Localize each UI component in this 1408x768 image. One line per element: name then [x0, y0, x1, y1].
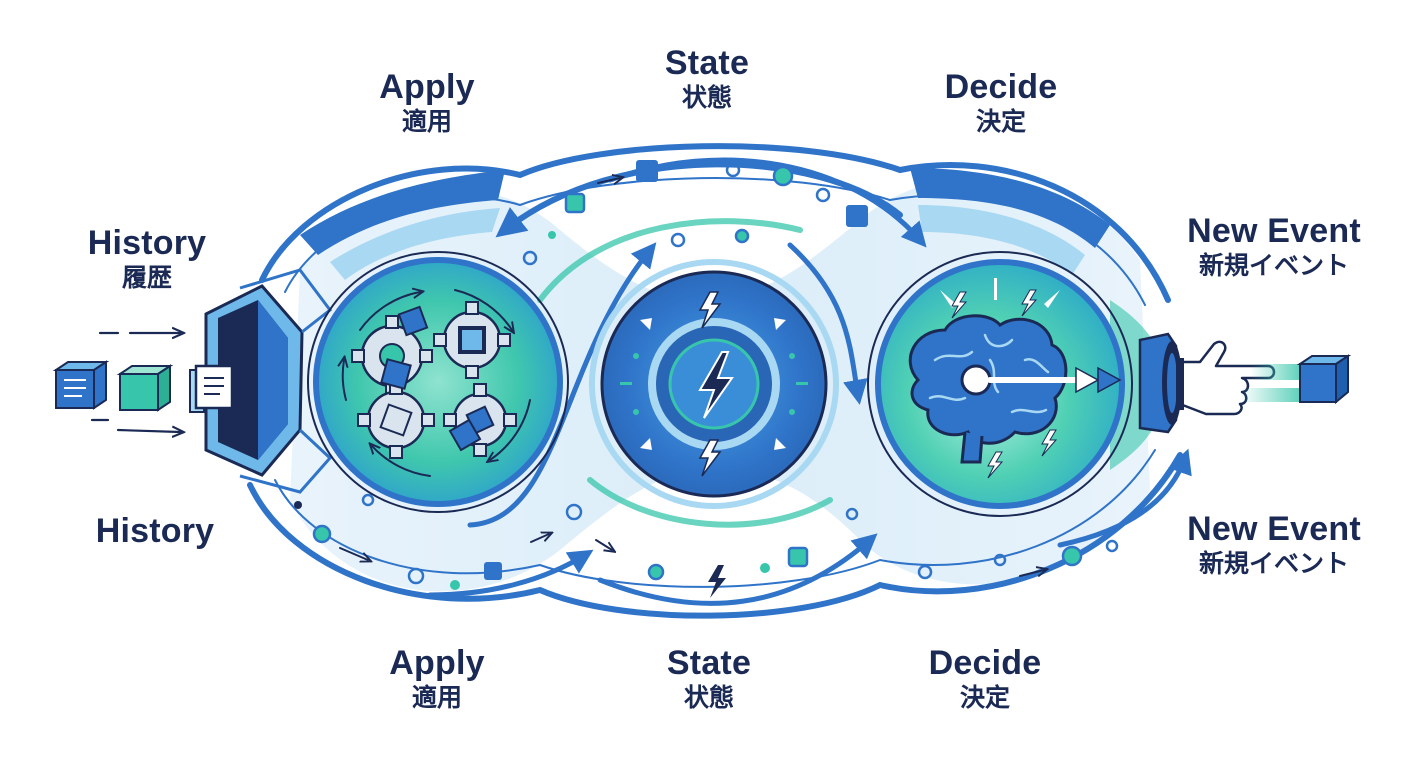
label-new-event-top: New Event 新規イベント: [1168, 212, 1380, 280]
apply-subtitle: 適用: [401, 107, 452, 137]
event-cube-icon: [52, 360, 110, 410]
new-event-bottom-title: New Event: [1187, 510, 1361, 548]
new-event-title: New Event: [1187, 212, 1361, 250]
gear-icon: [433, 301, 511, 379]
label-state-bottom: State 状態: [634, 644, 784, 712]
decide-bottom-subtitle: 決定: [959, 683, 1010, 713]
state-circle: [589, 259, 839, 509]
history-stream: [52, 333, 180, 432]
label-new-event-bottom: New Event 新規イベント: [1168, 510, 1380, 578]
event-cube-icon: [1296, 354, 1352, 405]
decide-subtitle: 決定: [975, 107, 1026, 137]
event-cube-icon: [116, 364, 174, 412]
label-history-bottom: History: [80, 512, 230, 550]
small-lightning-icon: [708, 565, 726, 598]
decide-title: Decide: [944, 68, 1058, 106]
brain-icon: [908, 314, 1122, 464]
pointing-hand-icon: [1176, 340, 1276, 416]
label-history-top: History 履歴: [72, 224, 222, 292]
lightning-icon: [698, 351, 734, 419]
apply-bottom-title: Apply: [389, 644, 485, 682]
state-bottom-title: State: [666, 644, 752, 682]
apply-title: Apply: [379, 68, 475, 106]
state-title: State: [664, 44, 750, 82]
ribbon-top-left: [300, 170, 505, 280]
label-decide-top: Decide 決定: [916, 68, 1086, 136]
history-subtitle: 履歴: [121, 263, 172, 293]
new-event-subtitle: 新規イベント: [1198, 251, 1349, 281]
state-bottom-subtitle: 状態: [683, 683, 734, 713]
output-nozzle: [1138, 332, 1182, 434]
ribbon-top-right: [910, 168, 1110, 275]
gear-icon: [357, 381, 435, 459]
funnel-icon: [189, 268, 333, 494]
motion-streaks: [1240, 364, 1300, 402]
apply-bottom-subtitle: 適用: [411, 683, 462, 713]
history-title: History: [87, 224, 207, 262]
new-event-bottom-subtitle: 新規イベント: [1198, 549, 1349, 579]
label-state-top: State 状態: [632, 44, 782, 112]
particles: [294, 160, 1119, 590]
label-apply-top: Apply 適用: [352, 68, 502, 136]
mini-arrows: [339, 178, 1044, 576]
state-subtitle: 状態: [681, 83, 732, 113]
history-bottom-title: History: [95, 512, 215, 550]
label-decide-bottom: Decide 決定: [900, 644, 1070, 712]
apply-circle: [307, 251, 569, 513]
label-apply-bottom: Apply 適用: [362, 644, 512, 712]
decide-bottom-title: Decide: [928, 644, 1042, 682]
